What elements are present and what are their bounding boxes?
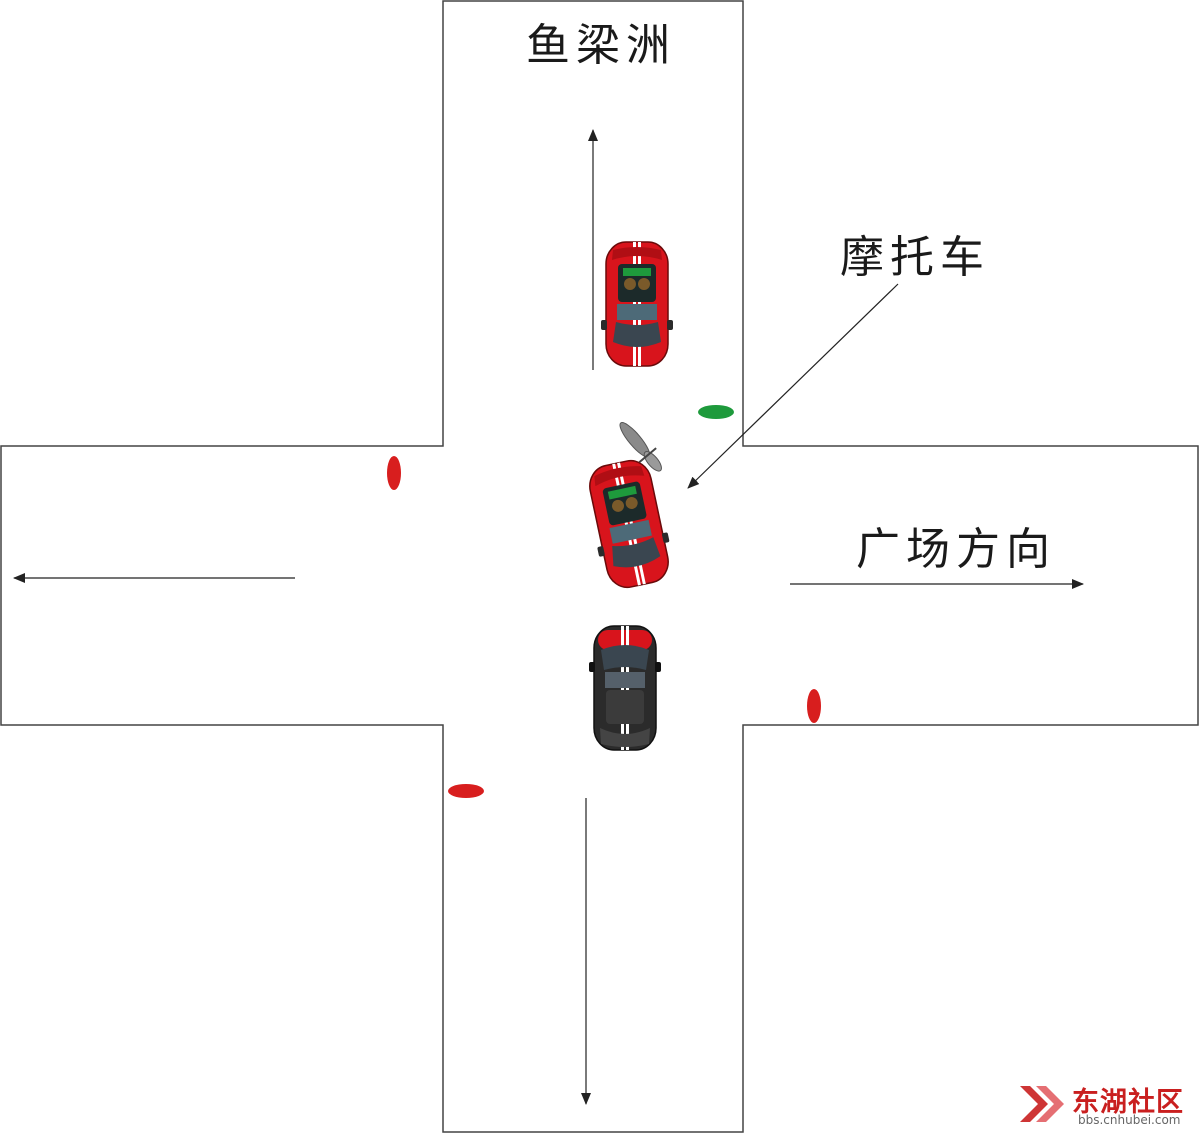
east-direction-label: 广场方向 bbox=[856, 524, 1056, 575]
logo-icon bbox=[1020, 1086, 1064, 1122]
green-marker bbox=[698, 405, 734, 419]
car-icon-north bbox=[600, 241, 674, 367]
watermark-name: 东湖社区 bbox=[1072, 1087, 1184, 1118]
motorcycle-label: 摩托车 bbox=[840, 232, 990, 283]
watermark-site: bbs.cnhubei.com bbox=[1078, 1113, 1181, 1127]
watermark: 东湖社区 bbs.cnhubei.com bbox=[1016, 1078, 1196, 1130]
north-direction-label: 鱼梁洲 bbox=[526, 20, 676, 71]
motorcycle-pointer-arrow bbox=[687, 283, 899, 489]
red-marker-west bbox=[387, 456, 401, 490]
car-icon-south bbox=[588, 625, 662, 751]
red-marker-south bbox=[448, 784, 484, 798]
motorcycle-icon bbox=[619, 422, 662, 472]
red-marker-east bbox=[807, 689, 821, 723]
